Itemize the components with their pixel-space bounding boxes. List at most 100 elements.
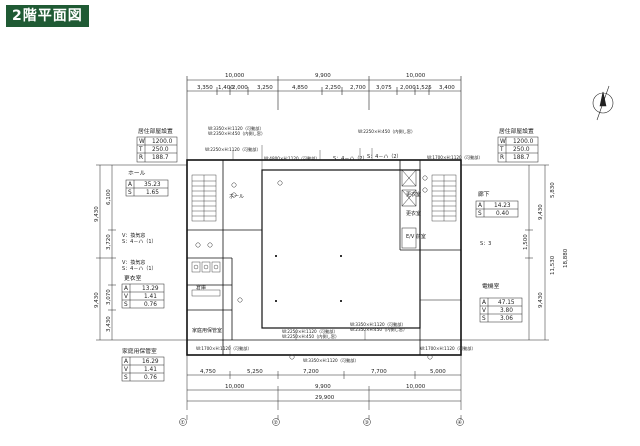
dim-left-6: 3,430 bbox=[106, 316, 112, 332]
table-storage-left-k1: A bbox=[124, 359, 128, 365]
table-corridor-k2: S bbox=[478, 211, 482, 217]
table-storage-right-k1: A bbox=[482, 300, 486, 306]
table-storage-right-v3: 3.06 bbox=[500, 316, 513, 322]
dim-bottom-sub-2: 5,250 bbox=[247, 369, 263, 375]
window-note-4: W:2250×H:450（内倒し窓） bbox=[358, 128, 415, 135]
table-top-right-v1: 1200.0 bbox=[513, 139, 534, 145]
dim-total: 29,900 bbox=[315, 395, 335, 401]
room-label-storage2: 倉庫 bbox=[196, 284, 206, 291]
table-top-left-v3: 188.7 bbox=[152, 155, 169, 161]
left-dimensions bbox=[96, 164, 187, 341]
window-note-6: W:1700×H:1120（可動部） bbox=[427, 154, 483, 161]
table-storage-right: 電機室 A 47.15 V 3.80 S 3.06 bbox=[479, 282, 523, 323]
table-top-left: 居住部屋設置 W 1200.0 T 250.0 R 188.7 bbox=[136, 127, 178, 163]
dim-top-sub-6: 2,250 bbox=[325, 85, 341, 91]
dim-top-main-1: 10,000 bbox=[225, 73, 245, 79]
window-note-3: W:2250×H:1120（可動部） bbox=[205, 146, 261, 153]
table-top-right-k1: W bbox=[500, 139, 506, 145]
window-note-10: W:2350×H:450（内倒し窓） bbox=[350, 326, 407, 333]
stair-left bbox=[191, 174, 217, 222]
dim-right-2: 9,430 bbox=[538, 204, 544, 220]
toilet-fixtures bbox=[191, 261, 221, 297]
dim-top-sub-9: 2,000 bbox=[400, 85, 416, 91]
table-top-left-v2: 250.0 bbox=[152, 147, 169, 153]
window-note-11: W:1700×H:1120（可動部） bbox=[196, 345, 252, 352]
table-storage-left-v2: 1.41 bbox=[144, 367, 157, 373]
table-changing-v2: 1.41 bbox=[144, 294, 157, 300]
table-storage-left: 家庭用保管室 A 16.29 V 1.41 S 0.76 bbox=[121, 347, 165, 382]
table-corridor-v1: 14.23 bbox=[494, 203, 511, 209]
dim-right-4: 11,530 bbox=[550, 255, 556, 275]
window-note-8: W:2250×H:450（内倒し窓） bbox=[282, 333, 339, 340]
room-label-pantry: 更衣室 bbox=[406, 210, 421, 217]
table-top-right-k3: R bbox=[500, 155, 504, 161]
table-corridor-right: 廊下 A 14.23 S 0.40 bbox=[475, 190, 519, 218]
room-label-exhaust3: S：3 bbox=[480, 241, 491, 247]
table-storage-left-v3: 0.76 bbox=[144, 375, 157, 381]
table-storage-right-k3: S bbox=[482, 316, 486, 322]
dim-top-main-3: 10,000 bbox=[406, 73, 426, 79]
axis-no-1: ① bbox=[181, 420, 186, 426]
table-changing-k1: A bbox=[124, 286, 128, 292]
table-hall-v2: 1.65 bbox=[146, 190, 159, 196]
table-hall-k1: A bbox=[128, 182, 132, 188]
table-top-left-v1: 1200.0 bbox=[152, 139, 173, 145]
window-note-12: W:1700×H:1120（可動部） bbox=[420, 345, 476, 352]
table-top-right: 居住部屋設置 W 1200.0 T 250.0 R 188.7 bbox=[497, 127, 539, 163]
room-label-exhaust2: S：4－ハ（2） bbox=[333, 156, 368, 162]
axis-no-3: ③ bbox=[365, 420, 369, 426]
dim-left-4: 9,430 bbox=[94, 292, 100, 308]
room-label-exhaust: S：4－ハ（1） bbox=[122, 239, 157, 245]
table-corridor-title: 廊下 bbox=[478, 190, 490, 198]
top-dimensions bbox=[186, 76, 462, 110]
table-changing-v1: 13.29 bbox=[142, 286, 159, 292]
building-outline bbox=[186, 110, 462, 356]
dim-right-6: 18,880 bbox=[563, 248, 569, 268]
table-top-right-title: 居住部屋設置 bbox=[499, 127, 534, 135]
table-hall-title: ホール bbox=[128, 170, 146, 177]
table-hall-v1: 35.23 bbox=[144, 182, 161, 188]
dim-top-sub-1: 3,350 bbox=[197, 85, 213, 91]
table-storage-right-title: 電機室 bbox=[482, 282, 500, 290]
room-label-vent2: V：換気窓 bbox=[122, 259, 145, 266]
window-note-2: W:2350×H:450（内倒し窓） bbox=[208, 130, 265, 137]
room-label-vent: V：換気窓 bbox=[122, 232, 145, 239]
dim-top-sub-8: 3,075 bbox=[376, 85, 392, 91]
dim-bottom-sub-4: 7,700 bbox=[371, 369, 387, 375]
dim-left-5: 3,070 bbox=[106, 289, 112, 305]
bottom-dimensions bbox=[186, 355, 462, 420]
axis-no-2: ② bbox=[274, 420, 279, 426]
table-hall-k2: S bbox=[128, 190, 132, 196]
window-note-7: W:2250×H:1120（可動部） bbox=[282, 328, 338, 335]
table-top-left-title: 居住部屋設置 bbox=[138, 127, 173, 135]
dim-right-5: 9,430 bbox=[538, 292, 544, 308]
dim-bottom-main-1: 10,000 bbox=[225, 384, 245, 390]
table-storage-left-v1: 16.29 bbox=[142, 359, 159, 365]
dim-top-sub-5: 4,850 bbox=[292, 85, 308, 91]
table-top-left-k3: R bbox=[139, 155, 143, 161]
dim-bottom-main-3: 10,000 bbox=[406, 384, 426, 390]
dim-right-1: 5,830 bbox=[550, 182, 556, 198]
table-top-right-v3: 188.7 bbox=[513, 155, 530, 161]
dim-top-sub-7: 2,700 bbox=[350, 85, 366, 91]
dim-left-3: 3,720 bbox=[106, 234, 112, 250]
dim-bottom-sub-3: 7,200 bbox=[303, 369, 319, 375]
table-top-right-k2: T bbox=[499, 147, 504, 153]
room-label-pantry2: 更衣室 bbox=[406, 191, 421, 198]
column-markers bbox=[195, 175, 433, 360]
table-top-left-k1: W bbox=[139, 139, 145, 145]
room-label-hall: ホール bbox=[229, 194, 244, 200]
north-arrow-icon bbox=[592, 85, 614, 121]
table-changing-k2: V bbox=[124, 294, 128, 300]
dim-bottom-sub-5: 5,000 bbox=[430, 369, 446, 375]
window-note-9: W:3350×H:1120（可動部） bbox=[350, 321, 406, 328]
table-corridor-k1: A bbox=[478, 203, 482, 209]
dim-top-sub-11: 3,400 bbox=[439, 85, 455, 91]
elevator-shafts bbox=[401, 169, 417, 249]
table-changing-title: 更衣室 bbox=[124, 274, 142, 282]
dim-right-3: 1,500 bbox=[523, 234, 529, 250]
dim-top-sub-10: 1,525 bbox=[416, 85, 432, 91]
table-hall: ホール A 35.23 S 1.65 bbox=[125, 170, 169, 197]
right-dimensions bbox=[461, 164, 549, 341]
